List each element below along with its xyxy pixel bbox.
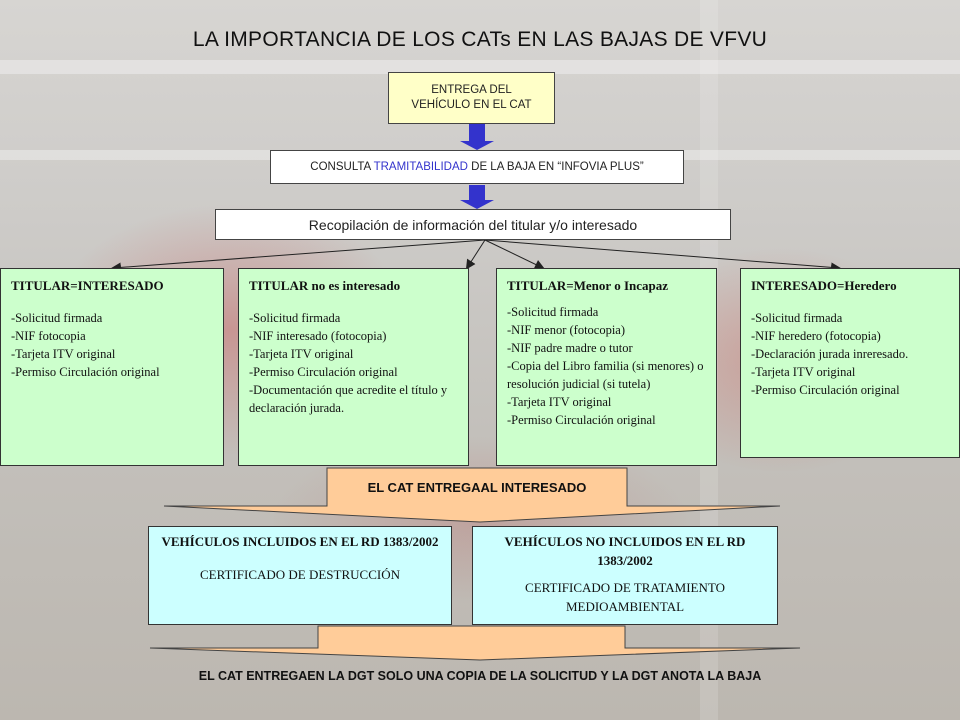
footer-note: EL CAT ENTREGAEN LA DGT SOLO UNA COPIA D… [198,669,762,683]
consult-step-highlight: TRAMITABILIDAD [373,161,468,173]
case-card-heredero: INTERESADO=Heredero -Solicitud firmada -… [740,268,960,458]
case-item: -NIF fotocopia [11,329,86,343]
case-item: -Tarjeta ITV original [11,347,116,361]
case-card-head: TITULAR=INTERESADO [11,278,164,293]
branch-line-4 [484,239,841,273]
down-arrow-2 [460,185,494,209]
case-item: -Permiso Circulación original [507,413,656,427]
case-item: -Permiso Circulación original [751,383,900,397]
outcome-card-head: VEHÍCULOS NO INCLUIDOS EN EL RD 1383/200… [504,534,746,568]
outcome-card-not-included: VEHÍCULOS NO INCLUIDOS EN EL RD 1383/200… [472,526,778,625]
case-item: -Tarjeta ITV original [507,395,612,409]
case-card-menor-incapaz: TITULAR=Menor o Incapaz -Solicitud firma… [496,268,717,466]
delivery-step-line2: VEHÍCULO EN EL CAT [411,99,532,111]
case-card-head: TITULAR no es interesado [249,278,401,293]
case-item: -Solicitud firmada [507,305,599,319]
case-item: -NIF menor (fotocopia) [507,323,626,337]
consult-step-pre: CONSULTA [310,161,374,173]
outcome-card-head: VEHÍCULOS INCLUIDOS EN EL RD 1383/2002 [161,534,439,549]
collect-info-text: Recopilación de información del titular … [308,216,638,233]
down-arrow-1 [460,124,494,150]
outcome-card-body: CERTIFICADO DE TRATAMIENTO MEDIOAMBIENTA… [525,580,725,614]
funnel-shape-2 [149,625,801,661]
consult-step-box: CONSULTA TRAMITABILIDAD DE LA BAJA EN “I… [270,150,684,184]
case-item: -Documentación que acredite el título y … [249,383,448,415]
case-item: -Copia del Libro familia (si menores) o … [507,359,704,391]
case-card-titular-interesado: TITULAR=INTERESADO -Solicitud firmada -N… [0,268,224,466]
branch-line-3 [484,239,545,270]
collect-info-box: Recopilación de información del titular … [215,209,731,240]
delivery-step-line1: ENTREGA DEL [431,84,512,96]
branch-line-2 [465,239,486,270]
case-card-titular-no-interesado: TITULAR no es interesado -Solicitud firm… [238,268,469,466]
case-item: -Tarjeta ITV original [751,365,856,379]
delivery-step-box: ENTREGA DEL VEHÍCULO EN EL CAT [388,72,555,124]
consult-step-post: DE LA BAJA EN “INFOVIA PLUS” [467,161,644,173]
branch-line-1 [111,239,486,273]
page-title: LA IMPORTANCIA DE LOS CATs EN LAS BAJAS … [192,28,768,51]
funnel-label-1: EL CAT ENTREGAAL INTERESADO [367,480,587,495]
case-card-head: TITULAR=Menor o Incapaz [507,278,669,293]
case-item: -Solicitud firmada [11,311,103,325]
case-card-head: INTERESADO=Heredero [751,278,897,293]
outcome-card-body: CERTIFICADO DE DESTRUCCIÓN [199,567,400,582]
case-item: -Solicitud firmada [249,311,341,325]
case-item: -NIF padre madre o tutor [507,341,633,355]
case-item: -Permiso Circulación original [11,365,160,379]
case-item: -NIF interesado (fotocopia) [249,329,387,343]
case-item: -Declaración jurada inreresado. [751,347,909,361]
outcome-card-included: VEHÍCULOS INCLUIDOS EN EL RD 1383/2002 C… [148,526,452,625]
funnel-shape-1 [163,467,781,523]
case-item: -Tarjeta ITV original [249,347,354,361]
case-item: -NIF heredero (fotocopia) [751,329,881,343]
case-item: -Permiso Circulación original [249,365,398,379]
case-item: -Solicitud firmada [751,311,843,325]
